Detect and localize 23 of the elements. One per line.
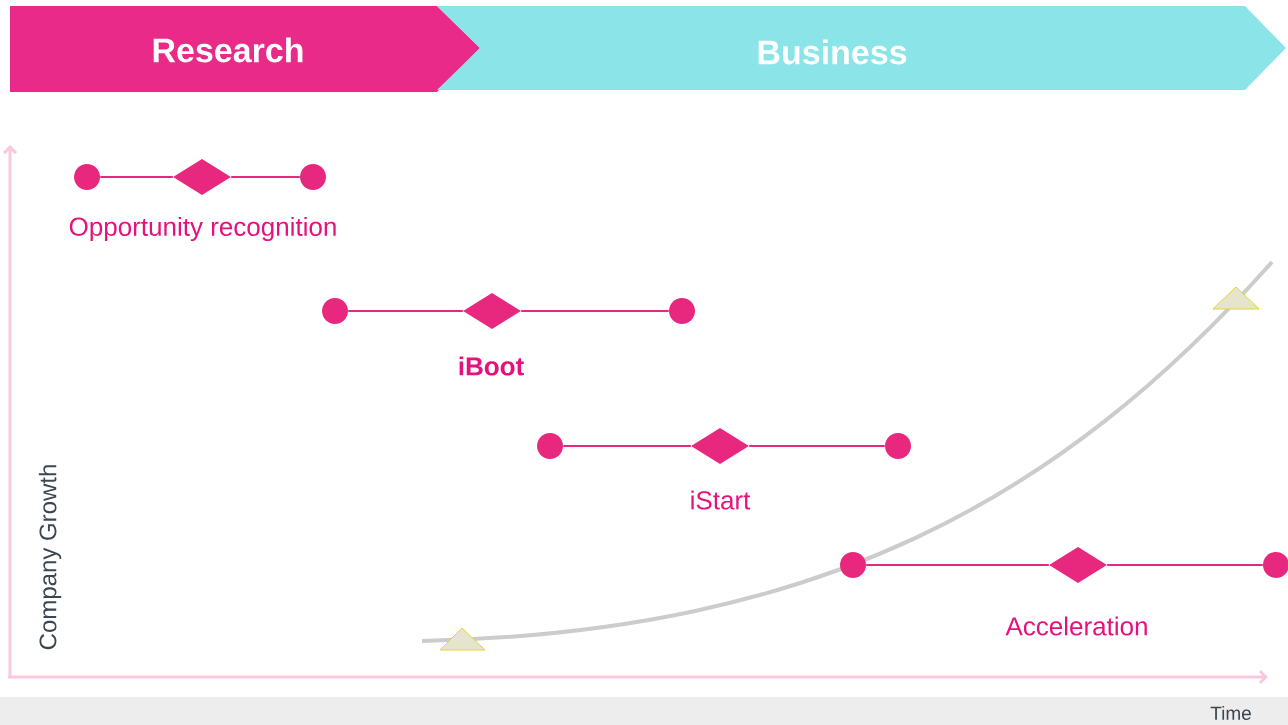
connector-line: [1106, 564, 1264, 566]
connector-line: [520, 310, 670, 312]
business-band: Business: [437, 6, 1286, 90]
stage-label: Acceleration: [1005, 616, 1147, 636]
connector-line: [230, 176, 301, 178]
stage-label: iBoot: [459, 356, 524, 376]
milestone-dot: [669, 298, 695, 324]
stage-label: iStart: [691, 490, 751, 510]
milestone-dot: [885, 433, 911, 459]
connector-line: [865, 564, 1050, 566]
milestone-dot: [537, 433, 563, 459]
axis-title: Time: [1210, 706, 1251, 720]
milestone-dot: [300, 164, 326, 190]
milestone-dot: [74, 164, 100, 190]
milestone-dot: [322, 298, 348, 324]
connector-line: [562, 445, 692, 447]
connector-line: [748, 445, 886, 447]
stage-label: Opportunity recognition: [69, 216, 336, 242]
research-band: Research: [10, 6, 480, 92]
connector-line: [347, 310, 464, 312]
milestone-dot: [840, 552, 866, 578]
connector-line: [99, 176, 174, 178]
axis-title: Company Growth: [38, 465, 62, 650]
